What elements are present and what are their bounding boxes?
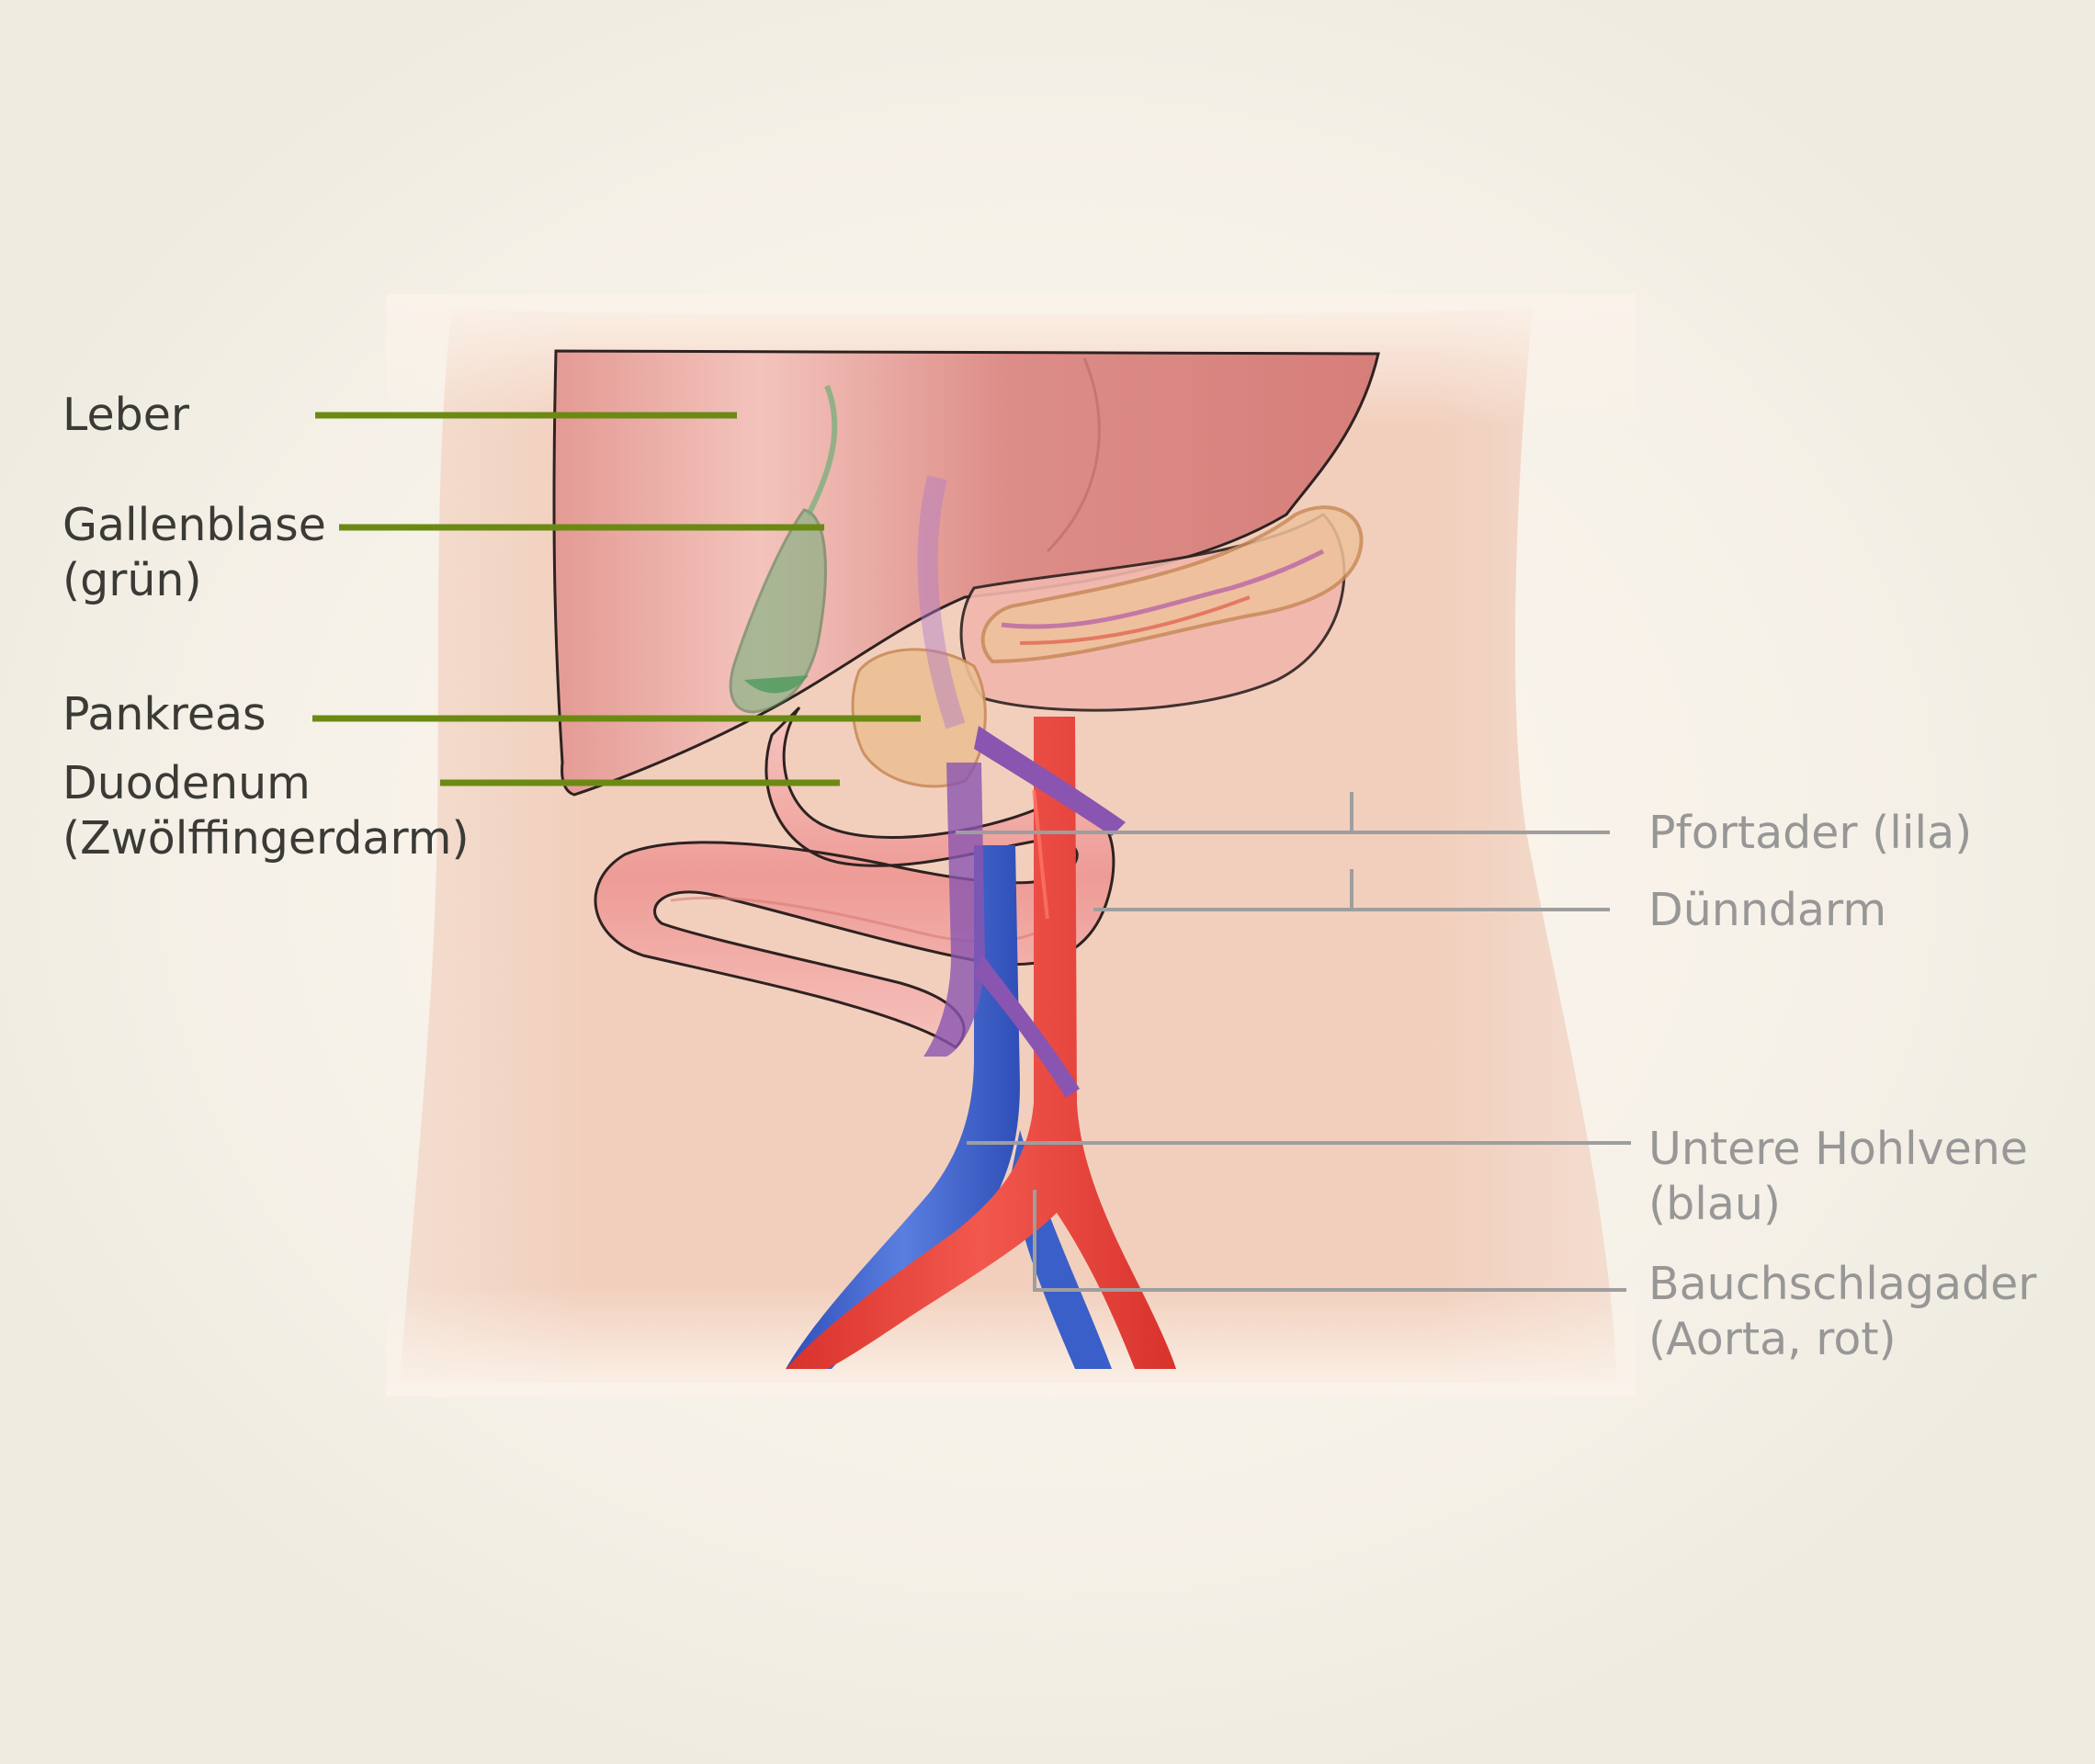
label-hohlvene-line1: Untere Hohlvene xyxy=(1648,1123,2028,1175)
aorta xyxy=(786,717,1176,1369)
label-duenndarm: Dünndarm xyxy=(1648,883,1886,938)
intestine-inner-line xyxy=(670,896,1059,944)
label-hohlvene: Untere Hohlvene (blau) xyxy=(1648,1122,2028,1232)
label-duodenum-line2: (Zwölffingerdarm) xyxy=(62,812,470,865)
pancreas-vessel-red xyxy=(1019,595,1251,645)
liver-contour xyxy=(1046,357,1101,553)
label-duodenum-line1: Duodenum xyxy=(62,757,311,809)
label-pfortader-line1: Pfortader (lila) xyxy=(1648,807,1973,859)
label-pankreas-line1: Pankreas xyxy=(62,688,266,741)
label-aorta-line1: Bauchschlagader xyxy=(1648,1258,2037,1310)
splenic-vein xyxy=(974,726,1126,836)
label-gallenblase-line1: Gallenblase xyxy=(62,499,326,551)
label-aorta-line2: (Aorta, rot) xyxy=(1648,1313,1897,1365)
pancreas-vessel-purple xyxy=(1001,548,1325,629)
leader-lines-left xyxy=(312,412,921,786)
label-gallenblase-line2: (grün) xyxy=(62,554,202,606)
gallbladder xyxy=(729,508,827,714)
label-duenndarm-line1: Dünndarm xyxy=(1648,884,1887,936)
label-leber: Leber xyxy=(62,388,189,443)
leader-lines-right xyxy=(956,792,1631,1292)
label-aorta: Bauchschlagader (Aorta, rot) xyxy=(1648,1257,2036,1367)
label-pfortader: Pfortader (lila) xyxy=(1648,806,1972,861)
label-duodenum: Duodenum (Zwölffingerdarm) xyxy=(62,756,470,866)
label-gallenblase: Gallenblase (grün) xyxy=(62,498,326,608)
gallbladder-fundus xyxy=(744,675,809,694)
leader-aorta xyxy=(1033,1190,1626,1292)
label-pankreas: Pankreas xyxy=(62,687,266,742)
portal-vein xyxy=(923,763,985,1057)
mesenteric-vein xyxy=(974,956,1080,1098)
label-hohlvene-line2: (blau) xyxy=(1648,1178,1782,1230)
bile-duct xyxy=(806,384,838,516)
label-leber-line1: Leber xyxy=(62,389,189,441)
aorta-highlight xyxy=(1032,789,1049,920)
portal-vein-upper xyxy=(917,475,966,729)
